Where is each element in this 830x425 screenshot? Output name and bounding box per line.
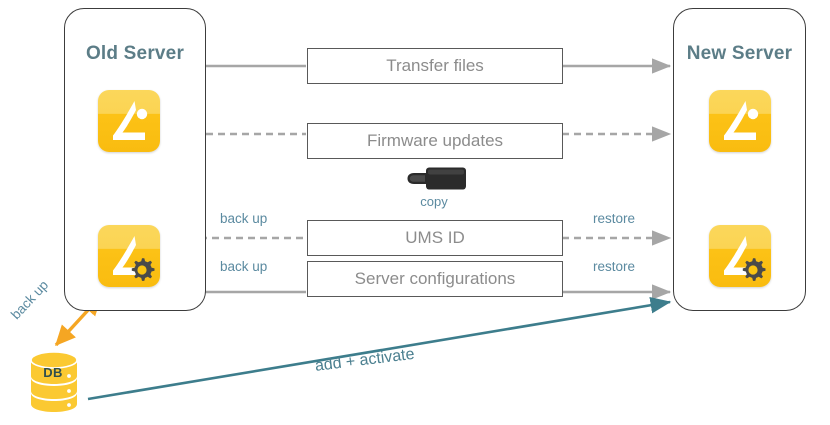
- ums-console-glyph: [113, 236, 145, 275]
- flow-box-label: UMS ID: [405, 228, 465, 247]
- old-server-ums-console-settings-icon: [98, 225, 160, 287]
- usb-copy-caption: copy: [420, 194, 448, 209]
- new-server-ums-console-settings-icon: [709, 225, 771, 287]
- usb-adapter-icon: [407, 167, 466, 190]
- new-server-title: New Server: [686, 43, 793, 64]
- flow-box-ums-id[interactable]: UMS ID: [307, 220, 563, 256]
- gear-icon: [742, 258, 766, 281]
- label-backup-ums-id: back up: [220, 211, 268, 226]
- connector-add-activate: [87, 296, 672, 401]
- old-server-ums-console-icon: [98, 90, 160, 152]
- label-restore-ums-id: restore: [593, 211, 636, 226]
- ums-console-glyph: [724, 236, 756, 275]
- old-server-title: Old Server: [85, 43, 185, 64]
- database-icon-group: DB: [27, 348, 89, 414]
- ums-console-glyph: [724, 101, 759, 140]
- database-label: DB: [43, 365, 63, 380]
- usb-copy-group: copy: [398, 164, 470, 210]
- ums-console-glyph: [113, 101, 148, 140]
- flow-box-transfer-files[interactable]: Transfer files: [307, 48, 563, 84]
- old-server-container: Old Server: [64, 8, 206, 311]
- flow-box-label: Firmware updates: [366, 131, 504, 150]
- flow-box-label: Transfer files: [386, 56, 484, 75]
- database-cylinder-icon: [30, 351, 78, 412]
- label-backup-server-configurations: back up: [220, 259, 268, 274]
- flow-box-label: Server configurations: [354, 269, 516, 288]
- gear-icon: [131, 258, 155, 281]
- flow-box-firmware-updates[interactable]: Firmware updates: [307, 123, 563, 159]
- new-server-ums-console-icon: [709, 90, 771, 152]
- new-server-container: New Server: [673, 8, 806, 311]
- flow-box-server-configurations[interactable]: Server configurations: [307, 261, 563, 297]
- label-restore-server-configurations: restore: [593, 259, 636, 274]
